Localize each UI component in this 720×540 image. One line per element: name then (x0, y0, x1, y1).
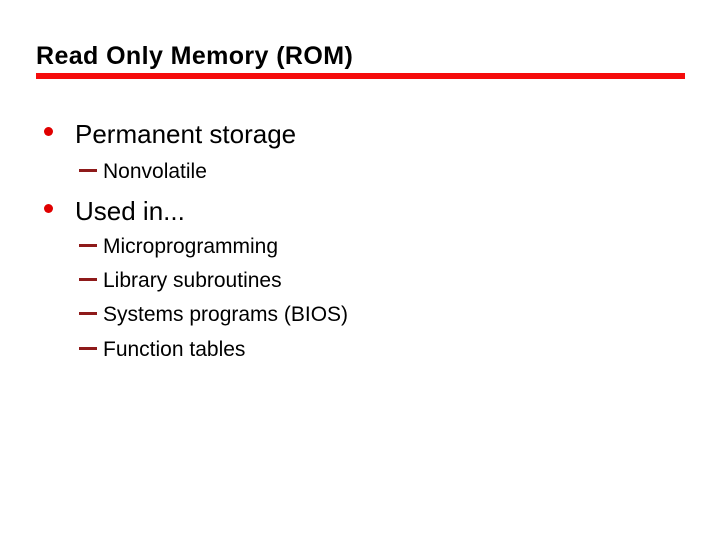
page-title: Read Only Memory (ROM) (36, 42, 354, 70)
list-item-level1: Used in... (44, 196, 185, 226)
list-item-level2: Library subroutines (79, 268, 282, 293)
em-dash-icon (79, 169, 97, 172)
title-underline-rule (36, 73, 685, 79)
em-dash-icon (79, 347, 97, 350)
list-item-label: Nonvolatile (103, 160, 207, 183)
list-item-label: Permanent storage (75, 119, 297, 149)
list-item-label: Library subroutines (103, 269, 282, 292)
round-bullet-icon (44, 204, 53, 213)
list-item-label: Used in... (75, 196, 185, 226)
list-item-level2: Microprogramming (79, 234, 278, 259)
list-item-label: Microprogramming (103, 235, 279, 258)
list-item-level2: Function tables (79, 337, 245, 362)
list-item-level2: Nonvolatile (79, 159, 207, 184)
list-item-label: Function tables (103, 338, 246, 361)
em-dash-icon (79, 244, 97, 247)
list-item-level1: Permanent storage (44, 119, 296, 149)
round-bullet-icon (44, 127, 53, 136)
list-item-level2: Systems programs (BIOS) (79, 302, 348, 327)
em-dash-icon (79, 312, 97, 315)
em-dash-icon (79, 278, 97, 281)
list-item-label: Systems programs (BIOS) (103, 303, 349, 326)
